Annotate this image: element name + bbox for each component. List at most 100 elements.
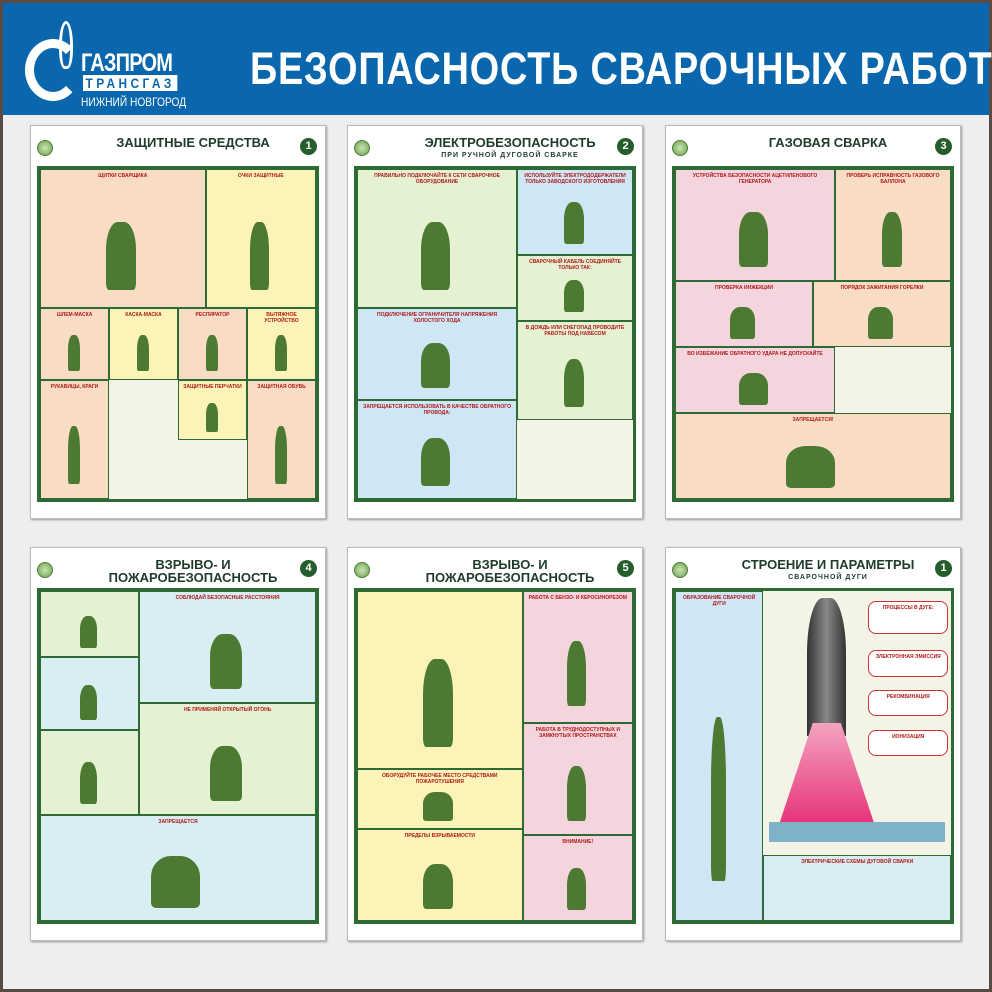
poster-panel: ПРОЦЕССЫ В ДУГЕ: <box>868 600 949 634</box>
panel-caption: ВНИМАНИЕ! <box>562 839 594 846</box>
poster-panel: ЗАПРЕЩАЕТСЯ! <box>675 413 951 499</box>
poster-title-text: ГАЗОВАЯ СВАРКА <box>768 135 888 150</box>
poster-panel: ЩИТКИ СВАРЩИКА <box>40 169 206 308</box>
panel-caption: ЭЛЕКТРОННАЯ ЭМИССИЯ <box>875 654 941 661</box>
poster-body: СОБЛЮДАЙ БЕЗОПАСНЫЕ РАССТОЯНИЯ НЕ ПРИМЕН… <box>37 588 319 924</box>
panel-caption: ЗАЩИТНЫЕ ПЕРЧАТКИ <box>183 384 242 391</box>
poster-header: ГАЗОВАЯ СВАРКА 3 <box>666 126 960 166</box>
panel-caption: ЭЛЕКТРИЧЕСКИЕ СХЕМЫ ДУГОВОЙ СВАРКИ <box>801 859 914 865</box>
poster-panel: ПРОВЕРКА ИНЖЕКЦИИ <box>675 281 813 348</box>
panel-caption: ИОНИЗАЦИЯ <box>892 733 925 740</box>
poster-panel: СВАРОЧНЫЙ КАБЕЛЬ СОЕДИНЯЙТЕ ТОЛЬКО ТАК: <box>517 254 633 321</box>
poster-body: ОБРАЗОВАНИЕ СВАРОЧНОЙ ДУГИ ПРОЦЕССЫ В ДУ… <box>672 588 954 924</box>
poster-panel: ПОРЯДОК ЗАЖИГАНИЯ ГОРЕЛКИ <box>813 281 951 348</box>
poster-title-text: ЗАЩИТНЫЕ СРЕДСТВА <box>116 135 270 150</box>
poster-title: ЗАЩИТНЫЕ СРЕДСТВА <box>91 136 295 149</box>
panel-caption: ПОРЯДОК ЗАЖИГАНИЯ ГОРЕЛКИ <box>840 285 924 292</box>
arc-cone <box>779 723 874 822</box>
poster-panel <box>357 591 523 770</box>
poster-number-badge: 5 <box>617 560 634 577</box>
poster-title: ВЗРЫВО- И ПОЖАРОБЕЗОПАСНОСТЬ <box>408 558 612 584</box>
electrode-icon <box>807 597 847 737</box>
worker-figure <box>210 633 242 689</box>
panel-caption: ОЧКИ ЗАЩИТНЫЕ <box>237 173 284 179</box>
poster-panel: ЭЛЕКТРИЧЕСКИЕ СХЕМЫ ДУГОВОЙ СВАРКИ <box>763 855 951 921</box>
worker-figure <box>566 868 587 910</box>
poster-panel: РУКАВИЦЫ, КРАГИ <box>40 380 109 499</box>
poster-title-text: СТРОЕНИЕ И ПАРАМЕТРЫ <box>741 557 915 572</box>
panel-caption: РЕСПИРАТОР <box>195 311 230 318</box>
worker-figure <box>423 863 453 910</box>
poster-panel: ПРЕДЕЛЫ ВЗРЫВАЕМОСТИ <box>357 828 523 921</box>
worker-figure <box>421 221 450 291</box>
poster-title-text: ВЗРЫВО- И ПОЖАРОБЕЗОПАСНОСТЬ <box>425 557 595 585</box>
poster-panel: ЗАЩИТНАЯ ОБУВЬ <box>247 380 316 499</box>
poster-panel: ОБРАЗОВАНИЕ СВАРОЧНОЙ ДУГИ <box>675 591 764 921</box>
poster-header: ВЗРЫВО- И ПОЖАРОБЕЗОПАСНОСТЬ 5 <box>348 548 642 588</box>
panel-caption: НЕ ПРИМЕНЯЙ ОТКРЫТЫЙ ОГОНЬ <box>183 707 272 714</box>
panel-caption: КАСКА-МАСКА <box>125 311 162 318</box>
poster-header: ВЗРЫВО- И ПОЖАРОБЕЗОПАСНОСТЬ 4 <box>31 548 325 588</box>
panel-caption: УСТРОЙСТВА БЕЗОПАСНОСТИ АЦЕТИЛЕНОВОГО ГЕ… <box>692 173 818 185</box>
emblem-icon <box>672 562 688 578</box>
poster-title-text: ЭЛЕКТРОБЕЗОПАСНОСТЬ <box>424 135 596 150</box>
worker-figure <box>563 201 585 244</box>
poster-panel: ОЧКИ ЗАЩИТНЫЕ <box>205 169 316 308</box>
panel-caption: ИСПОЛЬЗУЙТЕ ЭЛЕКТРОДОДЕРЖАТЕЛИ ТОЛЬКО ЗА… <box>524 173 626 185</box>
worker-figure <box>739 211 768 267</box>
worker-figure <box>566 765 587 821</box>
emblem-icon <box>37 140 53 156</box>
poster-panel: РАБОТА В ТРУДНОДОСТУПНЫХ И ЗАМКНУТЫХ ПРО… <box>522 723 633 836</box>
worker-figure <box>421 437 450 487</box>
worker-figure <box>205 335 218 371</box>
panel-caption: ПРОВЕРКА ИНЖЕКЦИИ <box>714 285 774 292</box>
poster-body: ПРАВИЛЬНО ПОДКЛЮЧАЙТЕ К СЕТИ СВАРОЧНОЕ О… <box>354 166 636 502</box>
poster-panel: ВО ИЗБЕЖАНИЕ ОБРАТНОГО УДАРА НЕ ДОПУСКАЙ… <box>675 347 836 414</box>
worker-figure <box>563 358 585 408</box>
poster-number-badge: 4 <box>300 560 317 577</box>
poster-panel: НЕ ПРИМЕНЯЙ ОТКРЫТЫЙ ОГОНЬ <box>139 703 316 816</box>
poster-title-text: ВЗРЫВО- И ПОЖАРОБЕЗОПАСНОСТЬ <box>108 557 278 585</box>
poster-panel: УСТРОЙСТВА БЕЗОПАСНОСТИ АЦЕТИЛЕНОВОГО ГЕ… <box>675 169 836 282</box>
worker-figure <box>739 372 768 405</box>
worker-figure <box>67 335 80 371</box>
panel-caption: ЗАЩИТНАЯ ОБУВЬ <box>257 384 306 391</box>
poster-number-badge: 3 <box>935 138 952 155</box>
poster-3: ГАЗОВАЯ СВАРКА 3 УСТРОЙСТВА БЕЗОПАСНОСТИ… <box>665 125 961 519</box>
poster-panel: ИОНИЗАЦИЯ <box>868 729 949 756</box>
poster-title: ГАЗОВАЯ СВАРКА <box>726 136 930 149</box>
panel-caption: В ДОЖДЬ ИЛИ СНЕГОПАД ПРОВОДИТЕ РАБОТЫ ПО… <box>525 324 625 337</box>
poster-4: ВЗРЫВО- И ПОЖАРОБЕЗОПАСНОСТЬ 4 СОБЛЮДАЙ … <box>30 547 326 941</box>
poster-header: ЗАЩИТНЫЕ СРЕДСТВА 1 <box>31 126 325 166</box>
worker-figure <box>710 716 727 881</box>
poster-panel: ВНИМАНИЕ! <box>522 835 633 921</box>
poster-panel <box>40 657 140 730</box>
panel-caption: ЩИТКИ СВАРЩИКА <box>98 173 148 179</box>
worker-figure <box>274 335 287 371</box>
poster-panel: ШЛЕМ-МАСКА <box>40 307 109 381</box>
poster-panel: РАБОТА С БЕНЗО- И КЕРОСИНОРЕЗОМ <box>522 591 633 723</box>
panel-caption: ЗАПРЕЩАЕТСЯ ИСПОЛЬЗОВАТЬ В КАЧЕСТВЕ ОБРА… <box>363 404 511 416</box>
logo-line2: ТРАНСГАЗ <box>83 75 178 91</box>
poster-panel: РЕСПИРАТОР <box>178 307 247 381</box>
worker-figure <box>136 335 149 371</box>
poster-panel: КАСКА-МАСКА <box>109 307 178 381</box>
panel-caption: ПРАВИЛЬНО ПОДКЛЮЧАЙТЕ К СЕТИ СВАРОЧНОЕ О… <box>374 173 500 185</box>
panel-caption: СОБЛЮДАЙ БЕЗОПАСНЫЕ РАССТОЯНИЯ <box>175 595 280 601</box>
worker-figure <box>210 746 242 802</box>
panel-caption: РЕКОМБИНАЦИЯ <box>886 694 930 700</box>
header-banner: ГАЗПРОМ ТРАНСГАЗ НИЖНИЙ НОВГОРОД БЕЗОПАС… <box>3 3 992 115</box>
poster-panel: СОБЛЮДАЙ БЕЗОПАСНЫЕ РАССТОЯНИЯ <box>139 591 316 704</box>
worker-figure <box>423 658 453 748</box>
panel-caption: ОБРАЗОВАНИЕ СВАРОЧНОЙ ДУГИ <box>683 595 756 607</box>
worker-figure <box>421 342 450 389</box>
poster-1: ЗАЩИТНЫЕ СРЕДСТВА 1 ЩИТКИ СВАРЩИКА ОЧКИ … <box>30 125 326 519</box>
panel-caption: ПРОВЕРЬ ИСПРАВНОСТЬ ГАЗОВОГО БАЛЛОНА <box>846 173 940 185</box>
panel-caption: ЗАПРЕЩАЕТСЯ! <box>792 417 834 424</box>
emblem-icon <box>672 140 688 156</box>
worker-figure <box>730 306 755 339</box>
